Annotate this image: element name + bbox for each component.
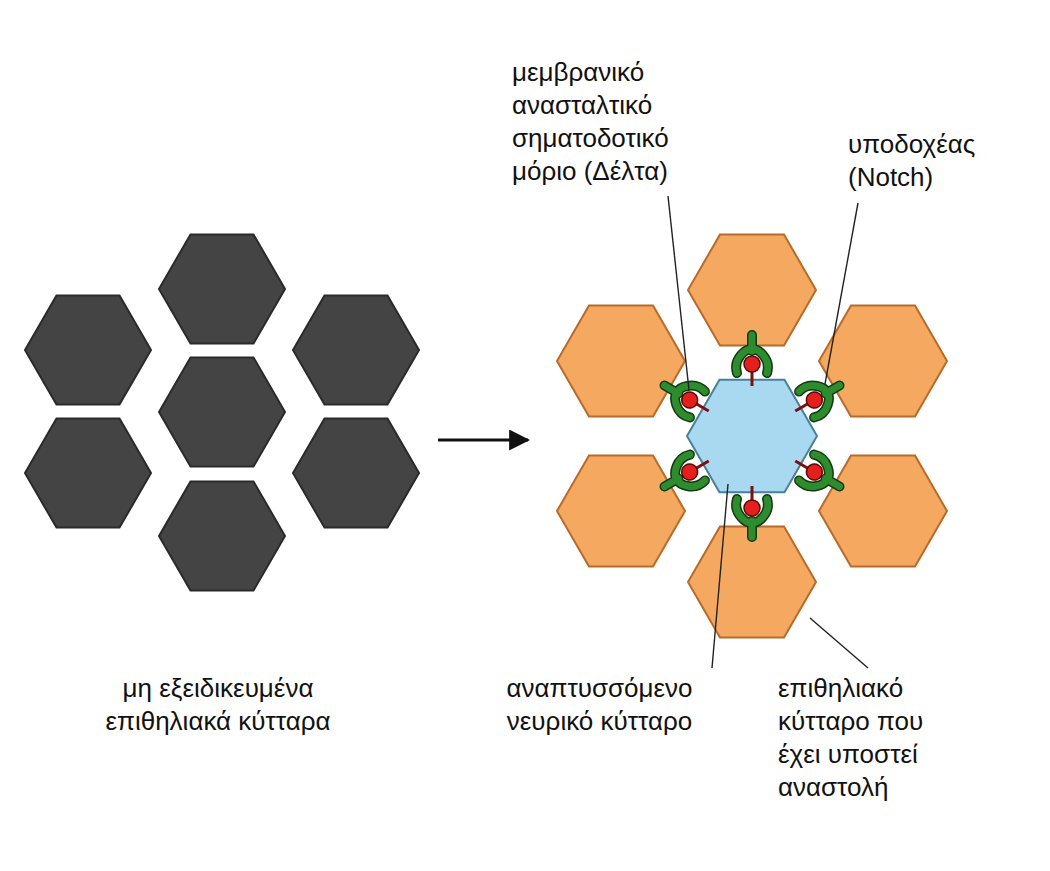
inhibited-cell [688, 527, 816, 638]
differentiated-cells [557, 235, 947, 638]
leader-line [810, 618, 868, 668]
inhibited-cell [557, 456, 685, 567]
epithelial-cell [25, 295, 151, 404]
notch-delta-pair [657, 447, 717, 500]
notch-receptor [657, 454, 706, 501]
epithelial-cell [293, 418, 419, 527]
notch-outline [799, 454, 848, 501]
process-arrow [438, 439, 528, 442]
notch-delta-pair [736, 335, 768, 386]
inhibited-cell [819, 306, 947, 417]
leader-line [668, 196, 689, 390]
delta-ligand [803, 389, 825, 411]
unspecialized-cells [25, 234, 419, 590]
notch-receptor [736, 499, 768, 537]
inhibited-cell [819, 456, 947, 567]
epithelial-cell [293, 295, 419, 404]
notch-outline [736, 499, 768, 537]
notch-delta-pair [736, 486, 768, 537]
leader-line [825, 203, 858, 384]
delta-ligand [744, 500, 760, 516]
cells-label: μη εξειδικευμένα επιθηλιακά κύτταρα [68, 672, 368, 738]
notch-outline [657, 454, 706, 501]
inhibited-cell [688, 235, 816, 346]
notch-delta-pair [787, 372, 847, 425]
notch-delta-pair [657, 372, 717, 425]
leader-line [712, 484, 728, 668]
inhibited-cell [557, 306, 685, 417]
receptor-label: υποδοχέας (Notch) [848, 128, 1033, 194]
notch-outline [736, 335, 768, 373]
epithelial-cell [159, 481, 285, 590]
notch-outline [657, 372, 706, 419]
delta-ligand [679, 389, 701, 411]
ligand-label: μεμβρανικό ανασταλτικό σηματοδοτικό μόρι… [512, 56, 712, 188]
notch-receptor [657, 372, 706, 419]
epithelial-cell [159, 357, 285, 466]
inhibited-label: επιθηλιακό κύτταρο που έχει υποστεί ανασ… [778, 672, 963, 804]
delta-ligand [803, 461, 825, 483]
notch-receptor [799, 372, 848, 419]
receptor-pairs [657, 335, 848, 537]
delta-ligand [744, 356, 760, 372]
neural-cell [687, 380, 817, 493]
neuron-label: αναπτυσσόμενο νευρικό κύτταρο [472, 672, 727, 738]
notch-delta-pair [787, 447, 847, 500]
leader-lines [668, 196, 868, 668]
notch-receptor [736, 335, 768, 373]
delta-ligand [679, 461, 701, 483]
notch-outline [799, 372, 848, 419]
epithelial-cell [25, 418, 151, 527]
epithelial-cell [159, 234, 285, 343]
notch-receptor [799, 454, 848, 501]
